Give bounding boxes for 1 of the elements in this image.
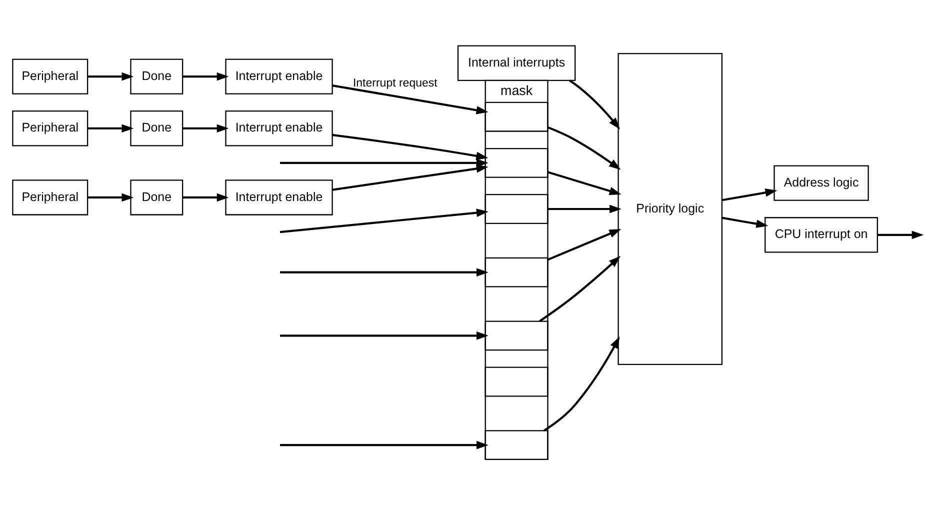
edge-label: Interrupt request xyxy=(352,78,438,90)
